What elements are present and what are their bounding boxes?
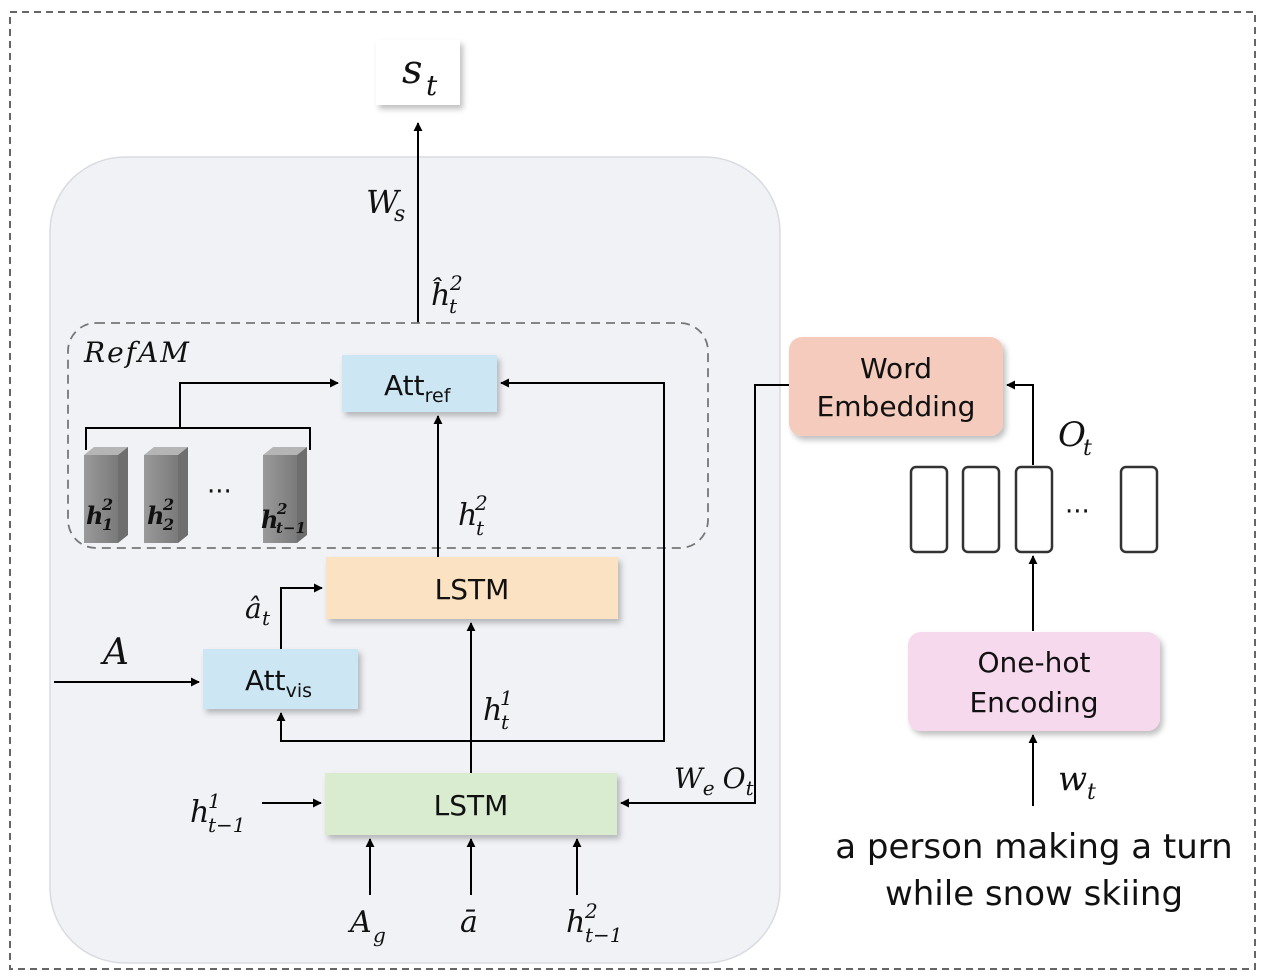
word-embedding-line2: Embedding [817,390,976,423]
lstm-bottom-box [325,773,617,835]
onehot-encoding-box [908,632,1160,731]
onehot-vector-1 [909,465,949,554]
output-box [376,40,460,105]
block-3-sub: t−1 [276,519,306,537]
ahat-sub: t [262,606,271,630]
input-htm1-2-sub: t−1 [585,923,623,947]
hidden-state-block-1 [84,447,128,543]
output-symbol: s [402,47,423,93]
hidden-state-block-2 [144,447,188,543]
blocks-bracket [85,427,311,450]
ht1-sup: 1 [500,686,513,710]
ot-sub: t [1083,436,1092,461]
input-htm1-2-sup: 2 [584,899,598,923]
lstm-bottom-label: LSTM [434,789,509,822]
lstm-top-box [326,557,618,619]
block-2-sub: 2 [162,515,174,534]
arrow-ht1-to-attvis [276,712,471,742]
wt-sub: t [1087,780,1096,805]
onehot-vector-n [1119,465,1159,554]
input-ag-sub: g [373,923,386,947]
arrow-attvis-to-lstm [280,583,323,649]
input-htm1-2-symbol: h [566,905,585,940]
block-3-sup: 2 [276,500,287,518]
caption-line2: while snow skiing [885,874,1183,914]
hhat-sub: t [449,294,458,318]
caption-line1: a person making a turn [835,827,1232,867]
ws-label-symbol: W [366,183,402,221]
block-2-label: h [147,501,164,530]
block-1-sup: 2 [101,495,113,514]
htm1-1-sub: t−1 [208,813,246,837]
word-embedding-box [789,337,1003,436]
outer-frame [9,11,1256,970]
ht2-sup: 2 [474,491,488,515]
hidden-state-block-3 [263,447,307,543]
vectors-ellipsis: ··· [1065,497,1090,527]
block-2-sup: 2 [162,495,174,514]
ws-label-subscript: s [394,202,405,227]
word-embedding-line1: Word [860,352,932,385]
wt-symbol: w [1058,759,1087,799]
refam-region [67,322,709,549]
ot-symbol: O [1058,415,1086,455]
output-subscript: t [426,69,438,102]
blocks-ellipsis: ··· [207,477,232,507]
hhat-symbol: ĥ [431,277,450,313]
att-ref-box [342,355,497,412]
att-vis-label: Attvis [245,664,312,702]
refam-label: RefAM [83,336,191,369]
arrow-blocks-to-attref [179,378,339,428]
att-vis-box [203,649,358,709]
ht1-sub: t [501,710,510,734]
onehot-line1: One-hot [978,646,1091,679]
input-ag-symbol: A [347,905,372,940]
onehot-line2: Encoding [969,686,1098,719]
hhat-sup: 2 [449,271,463,295]
htm1-1-symbol: h [190,795,209,830]
htm1-1-sup: 1 [208,789,221,813]
input-abar-symbol: ā [460,905,478,940]
ht1-feedback-line [471,378,665,742]
block-1-sub: 1 [102,515,113,534]
arrow-onehot-vectors-to-embedding [1006,380,1034,465]
onehot-vector-3 [1014,465,1054,554]
onehot-vector-2 [961,465,1001,554]
att-ref-label: Attref [384,369,452,407]
ahat-symbol: â [245,592,262,625]
ht2-symbol: h [458,498,477,533]
block-3-label: h [261,505,278,534]
arrow-word-embedding-to-lstm [620,384,789,808]
a-input-label: A [100,632,129,673]
ht1-symbol: h [483,693,502,728]
block-1-label: h [86,501,103,530]
lstm-top-label: LSTM [435,573,510,606]
ht2-sub: t [476,516,485,540]
